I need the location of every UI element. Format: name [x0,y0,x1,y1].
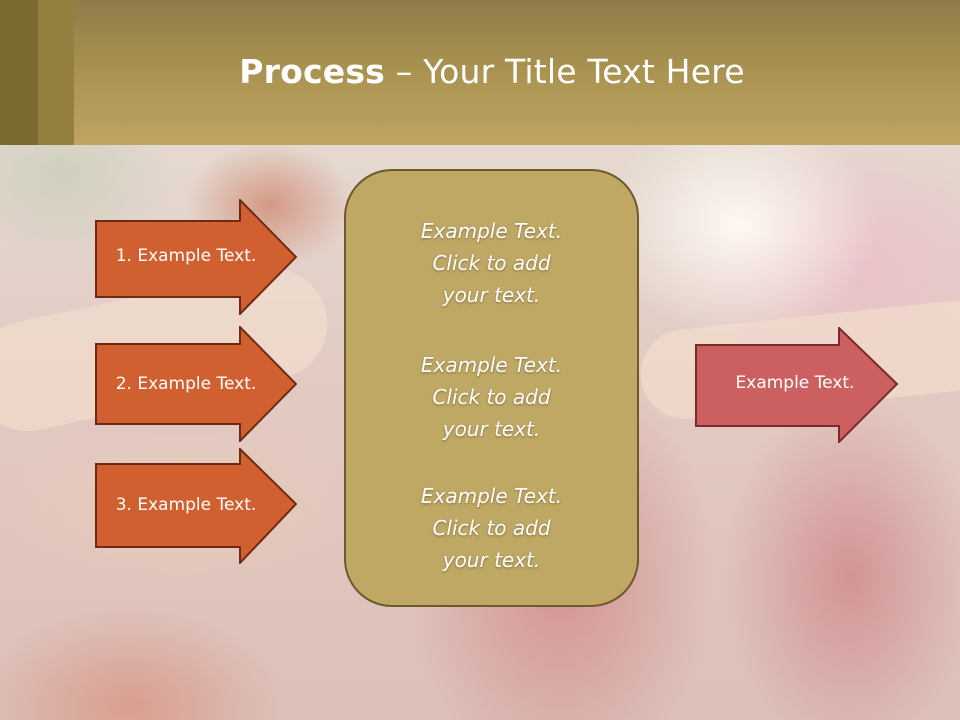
center-text-box[interactable]: Example Text. Click to add your text. Ex… [344,169,639,607]
center-text-line: Click to add [432,385,551,409]
center-text-line: Click to add [432,251,551,275]
header-stripe [0,0,38,145]
center-text-block[interactable]: Example Text. Click to add your text. [346,215,637,311]
center-text-block[interactable]: Example Text. Click to add your text. [346,349,637,445]
arrow-shape [95,448,297,564]
center-text-block[interactable]: Example Text. Click to add your text. [346,480,637,576]
center-text-line: your text. [442,548,541,572]
left-arrow-3[interactable]: 3. Example Text. [95,448,297,564]
center-text-line: Click to add [432,516,551,540]
header-band: Process – Your Title Text Here [0,0,960,145]
left-arrow-2[interactable]: 2. Example Text. [95,326,297,442]
header-stripe [38,0,74,145]
left-arrow-1[interactable]: 1. Example Text. [95,199,297,315]
right-arrow[interactable]: Example Text. [695,327,898,443]
left-arrow-label: 1. Example Text. [115,246,257,266]
right-arrow-label: Example Text. [735,373,855,393]
left-arrow-label: 3. Example Text. [115,495,257,515]
arrow-shape [695,327,898,443]
arrow-shape [95,199,297,315]
center-text-line: your text. [442,283,541,307]
center-text-line: Example Text. [420,353,563,377]
slide-title[interactable]: Process – Your Title Text Here [0,52,960,91]
arrow-shape [95,326,297,442]
title-bold: Process [239,52,386,91]
title-rest: – Your Title Text Here [385,52,745,91]
center-text-line: Example Text. [420,484,563,508]
left-arrow-label: 2. Example Text. [115,374,257,394]
center-text-line: Example Text. [420,219,563,243]
center-text-line: your text. [442,417,541,441]
